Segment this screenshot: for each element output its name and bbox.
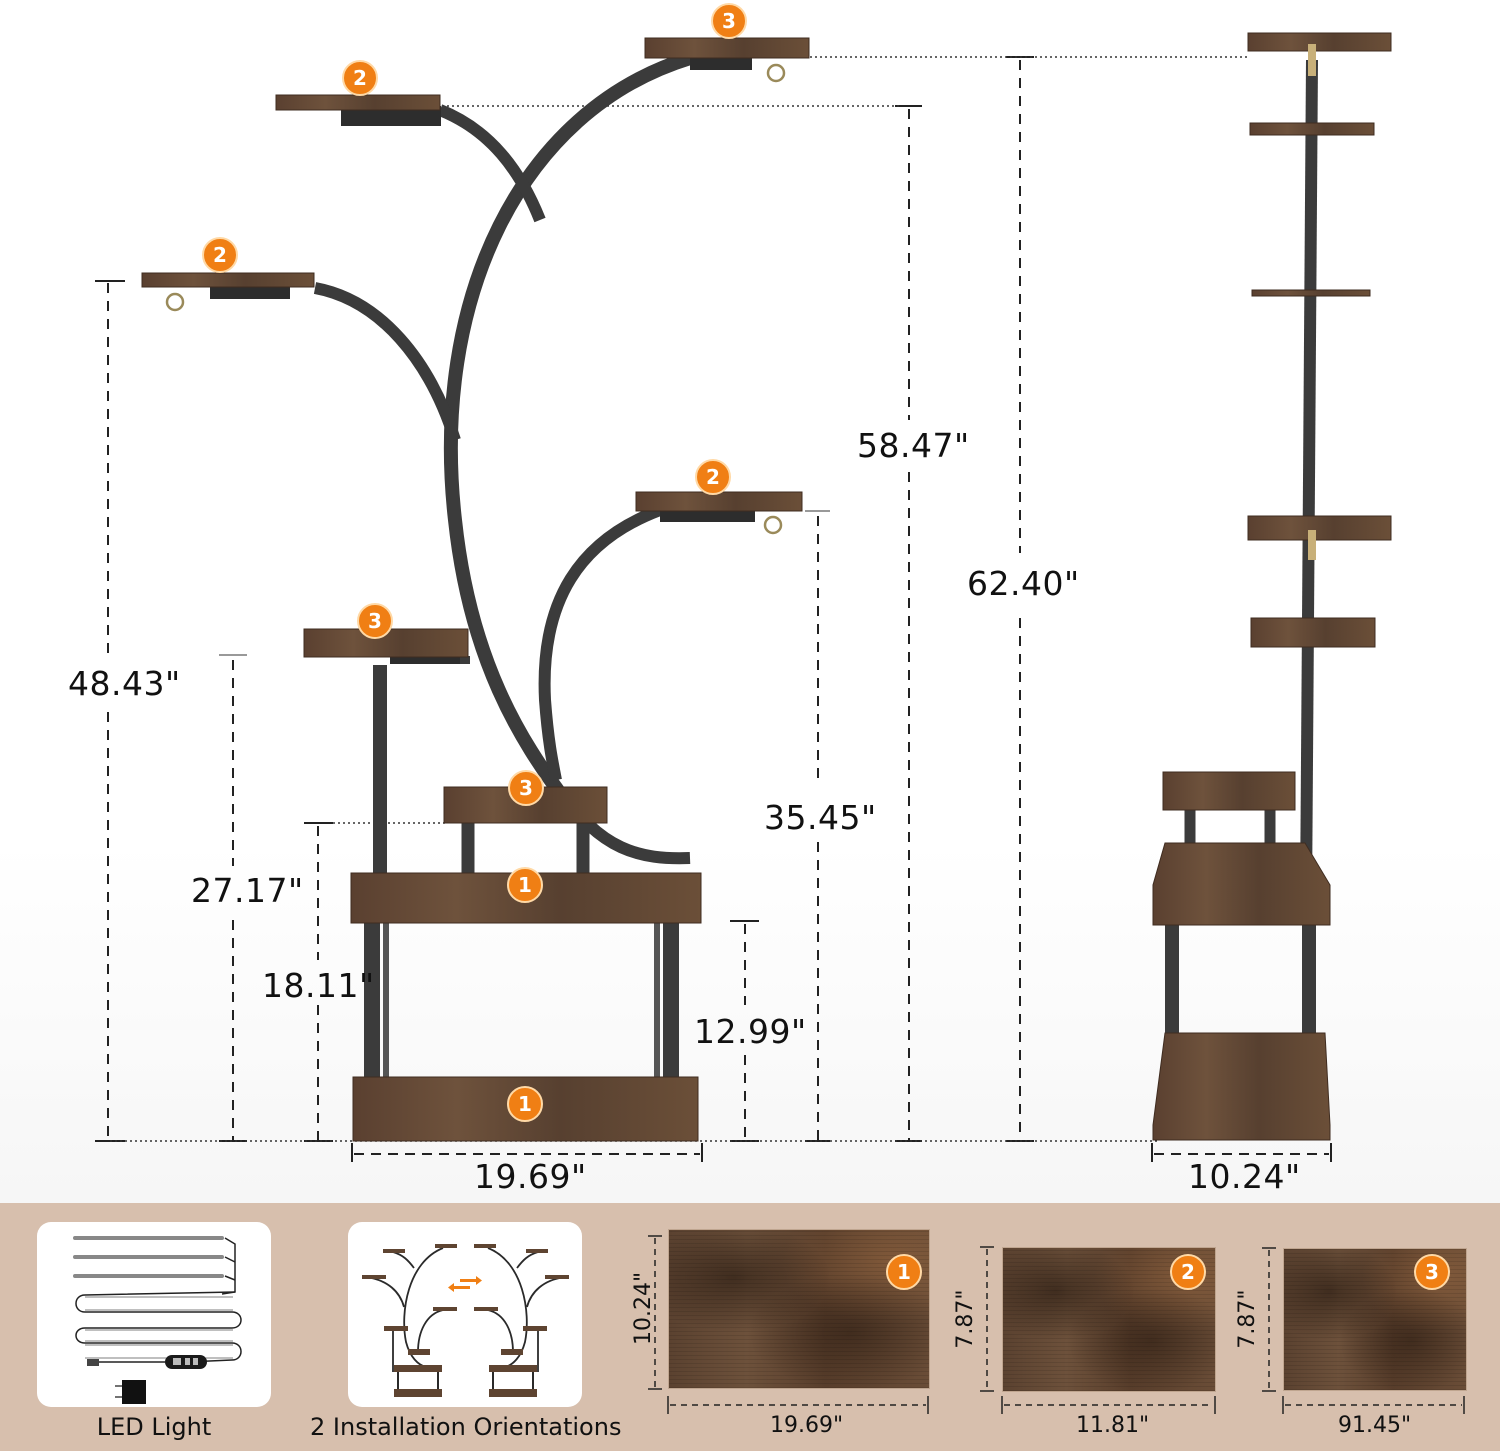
dim-left-branch-height: 48.43" <box>68 664 181 703</box>
dim-left-tier-height: 27.17" <box>191 871 304 910</box>
dim-base-tier-height: 12.99" <box>694 1012 807 1051</box>
dim-front-width: 19.69" <box>474 1157 587 1196</box>
dim-middle-tier-height: 18.11" <box>262 966 375 1005</box>
shelf-badge-lower-left: 3 <box>357 603 393 639</box>
front-shelves <box>141 37 810 1142</box>
led-strip-icon <box>73 1236 242 1404</box>
shelf-panel-2-badge: 2 <box>1170 1254 1206 1290</box>
shelf-badge-middle-base: 1 <box>507 867 543 903</box>
dim-overall-height: 62.40" <box>967 564 1080 603</box>
shelf-badge-bottom-base: 1 <box>507 1086 543 1122</box>
led-light-caption: LED Light <box>96 1413 212 1441</box>
dim-top-left-branch-height: 58.47" <box>857 426 970 465</box>
shelf-panel-1-badge: 1 <box>886 1254 922 1290</box>
swap-arrows-icon <box>448 1276 482 1292</box>
shelf-badge-right: 2 <box>695 459 731 495</box>
shelf-panel-2-depth: 7.87" <box>953 1289 978 1349</box>
side-view-drawing <box>1152 32 1392 1141</box>
product-diagram-area: 3 2 2 2 3 3 1 1 48.43" 27.17" 18.11" 12.… <box>0 0 1500 1203</box>
plant-stand-drawing <box>95 32 1392 1162</box>
shelf-badge-left: 2 <box>202 237 238 273</box>
shelf-panel-1 <box>668 1229 930 1389</box>
orientation-diagram-icon <box>362 1244 569 1397</box>
shelf-panel-2-width: 11.81" <box>1076 1413 1150 1438</box>
orientations-caption: 2 Installation Orientations <box>310 1413 622 1441</box>
dim-side-width: 10.24" <box>1188 1157 1301 1196</box>
dim-right-branch-height: 35.45" <box>764 798 877 837</box>
shelf-badge-small-middle: 3 <box>508 770 544 806</box>
led-light-card <box>37 1222 271 1407</box>
front-frame <box>313 51 693 1125</box>
shelf-panel-1-width: 19.69" <box>770 1413 844 1438</box>
shelf-badge-upper-left: 2 <box>342 60 378 96</box>
shelf-panel-3-badge: 3 <box>1414 1254 1450 1290</box>
shelf-badge-top-right: 3 <box>711 3 747 39</box>
shelf-panel-3-depth: 7.87" <box>1235 1289 1260 1349</box>
shelf-panel-1-depth: 10.24" <box>631 1271 656 1345</box>
dimension-lines <box>95 56 1332 1162</box>
orientations-card <box>348 1222 582 1407</box>
feature-band: LED Light <box>0 1203 1500 1451</box>
shelf-panel-3-width: 91.45" <box>1338 1413 1412 1438</box>
